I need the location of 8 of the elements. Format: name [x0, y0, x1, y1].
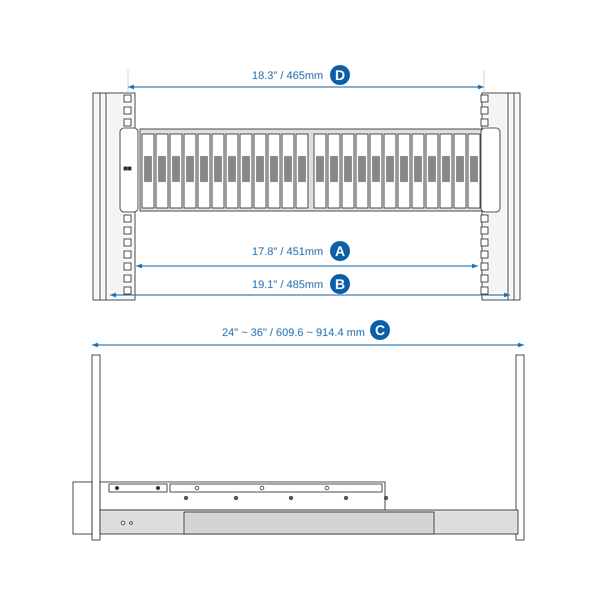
dimension-label: 17.8" / 451mm — [252, 246, 324, 259]
callout-letter: B — [330, 274, 350, 294]
dimension-label: 18.3" / 465mm — [252, 70, 324, 83]
dimension-label: 19.1" / 485mm — [252, 279, 324, 292]
callout-letter: D — [330, 65, 350, 85]
dimension-label: 24" ~ 36" / 609.6 ~ 914.4 mm — [222, 327, 365, 340]
callout-letter: C — [370, 320, 390, 340]
callout-letter: A — [330, 241, 350, 261]
